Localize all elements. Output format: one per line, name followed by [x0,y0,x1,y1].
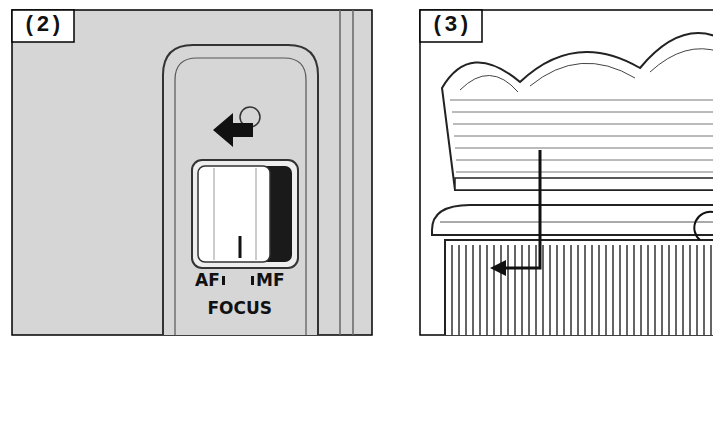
hood-base [455,178,713,190]
switch-plate [163,45,318,335]
body-edge [339,10,341,335]
hood-rim [460,49,713,92]
slider-edge [256,168,257,260]
slider-edge [214,168,215,260]
lens-hood [442,33,713,190]
hood-shading [450,100,713,172]
callout-number: (3) [431,15,471,37]
attach-arrow [502,150,540,268]
callout-box [12,10,74,42]
ring-edge [440,222,713,223]
switch-label: AF [195,272,220,289]
panel-frame [12,10,372,335]
position-tick [222,276,225,285]
switch-window [192,160,298,268]
switch-name: FOCUS [208,300,273,317]
lens-front-ring [432,205,713,235]
switch-plate-inner [175,58,306,335]
focus-ring-knurl [452,245,711,335]
rotate-arrow [694,212,713,240]
switch-label: MF [256,272,285,289]
attach-arrowhead [490,260,506,276]
body-edge [352,10,354,335]
callout-number: (2) [23,15,63,37]
position-tick [251,276,254,285]
slider-mark [239,236,242,258]
lens-barrel [445,240,713,335]
switch-slot [198,166,292,262]
panel-focus-switch [12,10,372,335]
callout-box [420,10,482,42]
panel-lens-hood [420,10,713,340]
direction-arrow [213,113,253,147]
switch-slider [198,166,270,262]
